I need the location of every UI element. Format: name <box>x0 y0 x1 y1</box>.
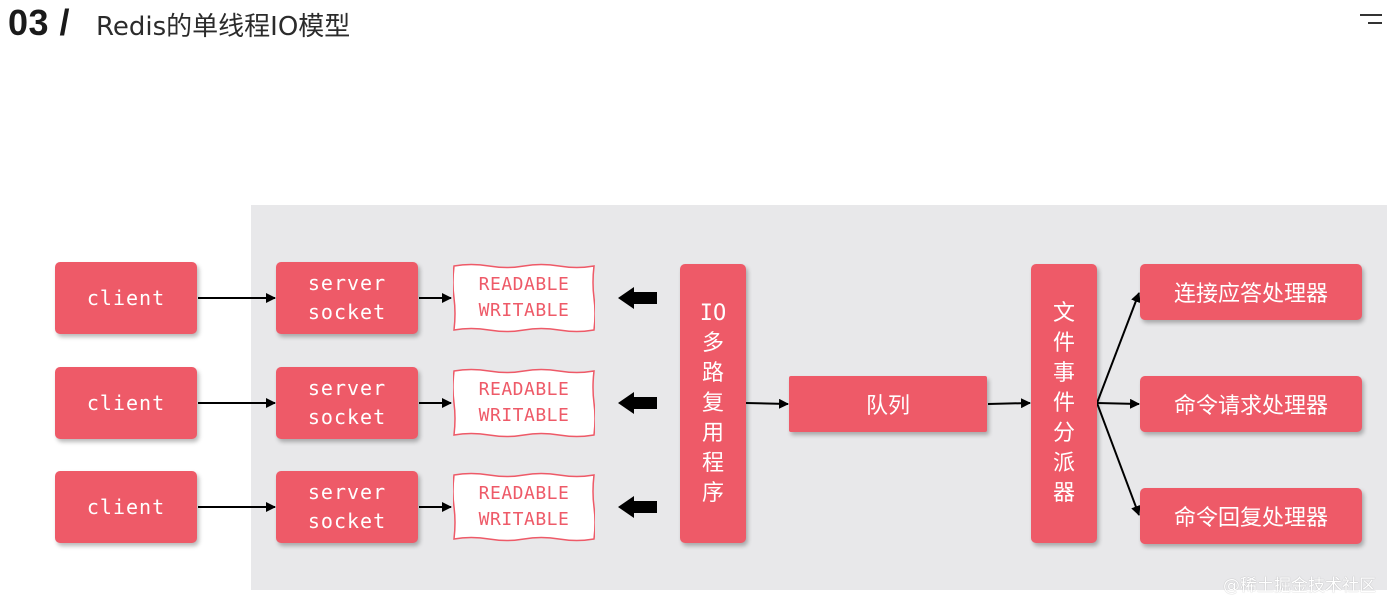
readable-label: READABLE <box>478 274 570 295</box>
client-label: client <box>86 495 166 519</box>
writable-label: WRITABLE <box>478 509 570 530</box>
queue-label: 队列 <box>865 394 910 419</box>
listen-arrow <box>618 392 657 414</box>
multiplexer-char: 序 <box>701 480 724 506</box>
dispatcher-char: 文 <box>1052 300 1075 326</box>
server-socket-label: socket <box>307 405 387 429</box>
dispatcher-to-handler-arrow <box>1096 402 1141 516</box>
dispatcher-char: 派 <box>1052 450 1075 476</box>
queue-box: 队列 <box>789 376 987 432</box>
listen-arrow <box>618 496 657 518</box>
menu-icon[interactable] <box>1360 14 1382 28</box>
multiplexer-char: 用 <box>701 420 724 446</box>
server-socket-label: socket <box>307 300 387 324</box>
event-type-box: READABLE WRITABLE <box>453 263 595 333</box>
writable-label: WRITABLE <box>478 405 570 426</box>
queue-to-dispatcher-arrow <box>987 398 1031 409</box>
dispatcher-char: 分 <box>1052 420 1075 446</box>
io-multiplexer-box: IO 多 路 复 用 程 序 <box>680 264 746 543</box>
server-socket-box: server socket <box>276 471 418 543</box>
client-box: client <box>55 471 197 543</box>
listen-arrow <box>618 287 657 309</box>
server-socket-label: server <box>307 271 387 295</box>
handler-label: 命令请求处理器 <box>1173 394 1328 419</box>
wavy-border <box>453 263 595 333</box>
command-reply-handler-box: 命令回复处理器 <box>1140 488 1362 544</box>
multiplexer-char: 程 <box>701 450 724 476</box>
dispatcher-char: 器 <box>1052 480 1075 506</box>
wavy-border <box>453 472 595 542</box>
server-socket-box: server socket <box>276 262 418 334</box>
writable-label: WRITABLE <box>478 300 570 321</box>
client-label: client <box>86 286 166 310</box>
command-request-handler-box: 命令请求处理器 <box>1140 376 1362 432</box>
client-box: client <box>55 262 197 334</box>
server-socket-label: server <box>307 480 387 504</box>
event-dispatcher-box: 文 件 事 件 分 派 器 <box>1031 264 1097 543</box>
server-socket-label: server <box>307 376 387 400</box>
multiplexer-char: IO <box>699 300 727 326</box>
wavy-border <box>453 368 595 438</box>
readable-label: READABLE <box>478 379 570 400</box>
connect-accept-handler-box: 连接应答处理器 <box>1140 264 1362 320</box>
multiplexer-char: 复 <box>701 390 724 416</box>
section-number: 03 / <box>8 2 71 43</box>
handler-label: 连接应答处理器 <box>1173 282 1328 307</box>
multiplexer-char: 路 <box>701 360 724 386</box>
dispatcher-char: 件 <box>1052 330 1075 356</box>
handler-label: 命令回复处理器 <box>1173 506 1328 531</box>
server-socket-box: server socket <box>276 367 418 439</box>
client-box: client <box>55 367 197 439</box>
dispatcher-to-handler-arrow <box>1096 292 1141 404</box>
multiplexer-to-queue-arrow <box>745 398 789 409</box>
client-label: client <box>86 391 166 415</box>
multiplexer-char: 多 <box>701 330 724 356</box>
page-title: Redis的单线程IO模型 <box>96 12 351 42</box>
dispatcher-char: 事 <box>1052 360 1075 386</box>
readable-label: READABLE <box>478 483 570 504</box>
event-type-box: READABLE WRITABLE <box>453 472 595 542</box>
event-type-box: READABLE WRITABLE <box>453 368 595 438</box>
dispatcher-to-handler-arrow <box>1096 398 1140 409</box>
server-socket-label: socket <box>307 509 387 533</box>
dispatcher-char: 件 <box>1052 390 1075 416</box>
watermark: @稀土掘金技术社区 <box>1223 576 1376 596</box>
